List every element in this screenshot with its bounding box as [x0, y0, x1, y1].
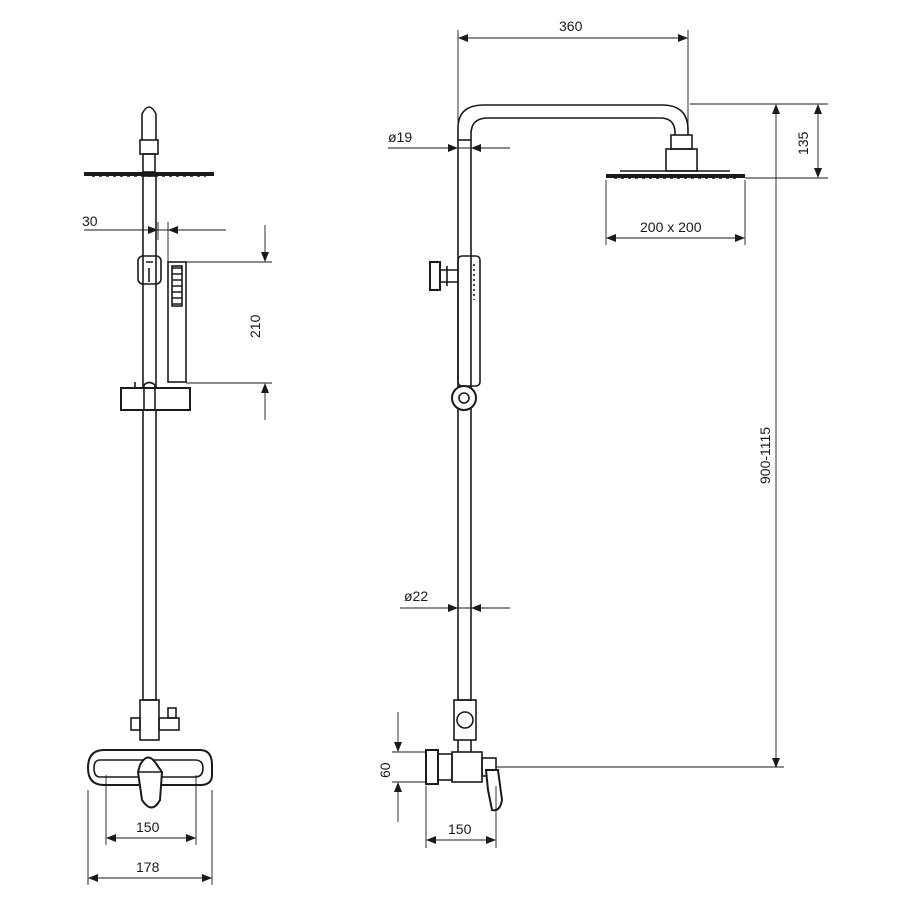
dim-hand-shower-length: 210 — [247, 314, 263, 338]
dim-inlet-spacing-side: 150 — [448, 821, 472, 837]
dim-inlet-height: 60 — [377, 762, 393, 778]
side-arm-nut — [670, 134, 693, 150]
side-view — [425, 104, 745, 812]
front-head-neck — [142, 153, 156, 173]
dim-arm-diameter: ø19 — [388, 129, 412, 145]
side-head-plate — [606, 174, 745, 178]
dim-mixer-width: 178 — [136, 859, 160, 875]
side-slider-knob — [451, 385, 477, 411]
side-bracket-arm — [440, 266, 458, 286]
dim-pipe-diameter: ø22 — [404, 588, 428, 604]
side-diverter — [453, 699, 477, 741]
front-slider-knob — [134, 381, 156, 410]
side-head-connector — [665, 148, 698, 172]
front-diverter-left — [130, 717, 141, 731]
dim-inlet-spacing-front: 150 — [136, 819, 160, 835]
dim-bar-offset: 30 — [82, 213, 98, 229]
dim-head-size: 200 x 200 — [640, 219, 702, 235]
side-dimensions: 360 ø19 135 200 x 200 900-1115 ø22 60 — [377, 18, 828, 848]
side-arm-outer — [457, 104, 689, 140]
side-diverter-knob — [456, 711, 474, 729]
front-diverter-knob — [167, 707, 177, 719]
front-upper-holder-detail — [146, 261, 153, 282]
side-slider-knob-inner — [458, 392, 470, 404]
front-view — [84, 106, 214, 809]
front-head-connector — [139, 139, 159, 155]
side-bracket-plate — [429, 261, 441, 291]
side-riser-bar — [457, 139, 472, 701]
front-dimensions: 30 210 150 178 — [82, 213, 272, 885]
front-hand-shower — [167, 261, 187, 383]
side-mixer-nut — [437, 753, 453, 781]
front-hand-shower-face — [171, 265, 183, 307]
side-hand-shower — [457, 255, 481, 387]
front-mixer-inner — [93, 759, 204, 778]
front-diverter-right — [158, 717, 180, 731]
dim-column-height: 900-1115 — [757, 427, 773, 484]
front-upper-holder — [137, 255, 162, 285]
front-head-nipple — [141, 106, 157, 140]
front-diverter — [139, 699, 160, 741]
front-head-plate — [84, 172, 214, 176]
side-arm-inner — [470, 117, 676, 140]
dim-arm-length: 360 — [559, 18, 583, 34]
front-riser-bar — [142, 175, 157, 701]
side-wall-flange — [425, 749, 439, 785]
side-mixer-lever — [484, 769, 504, 812]
dim-head-drop: 135 — [795, 131, 811, 155]
side-diverter-neck — [457, 740, 472, 752]
side-mixer-body — [451, 751, 483, 783]
front-hand-shower-grip — [172, 267, 182, 305]
